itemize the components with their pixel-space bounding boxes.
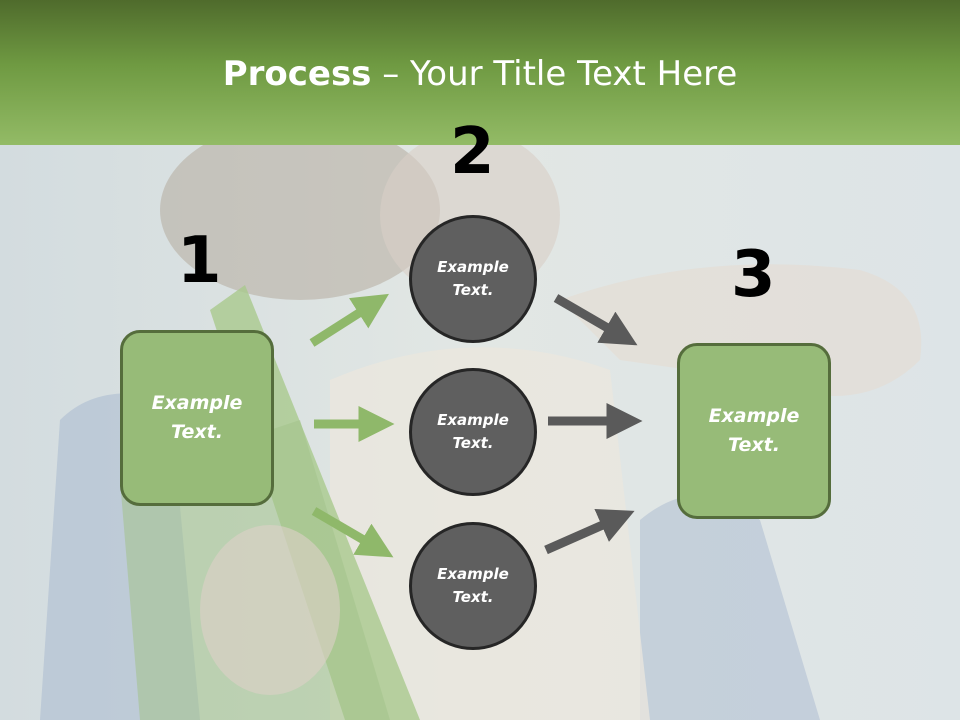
arrow-circle-3-to-3	[544, 508, 635, 555]
arrow-1-to-circle-1	[309, 293, 389, 347]
step-1-box: Example Text.	[120, 330, 274, 506]
arrow-1-to-circle-3	[311, 507, 394, 558]
step-2-circle-3: Example Text.	[409, 522, 537, 650]
step-3-box: Example Text.	[677, 343, 831, 519]
circle-2-label: Example Text.	[437, 411, 509, 452]
arrow-circle-1-to-3	[553, 294, 638, 346]
title-banner	[0, 0, 960, 145]
slide-title: Process – Your Title Text Here	[0, 52, 960, 96]
step-number-1: 1	[177, 224, 222, 298]
step-3-label: Example Text.	[708, 405, 800, 456]
title-bold: Process	[222, 54, 372, 94]
circle-3-label: Example Text.	[437, 565, 509, 606]
step-number-2: 2	[450, 115, 495, 189]
circle-1-label: Example Text.	[437, 258, 509, 299]
step-number-3: 3	[731, 238, 776, 312]
step-1-label: Example Text.	[151, 392, 243, 443]
title-rest: – Your Title Text Here	[371, 54, 738, 94]
step-2-circle-1: Example Text.	[409, 215, 537, 343]
step-2-circle-2: Example Text.	[409, 368, 537, 496]
